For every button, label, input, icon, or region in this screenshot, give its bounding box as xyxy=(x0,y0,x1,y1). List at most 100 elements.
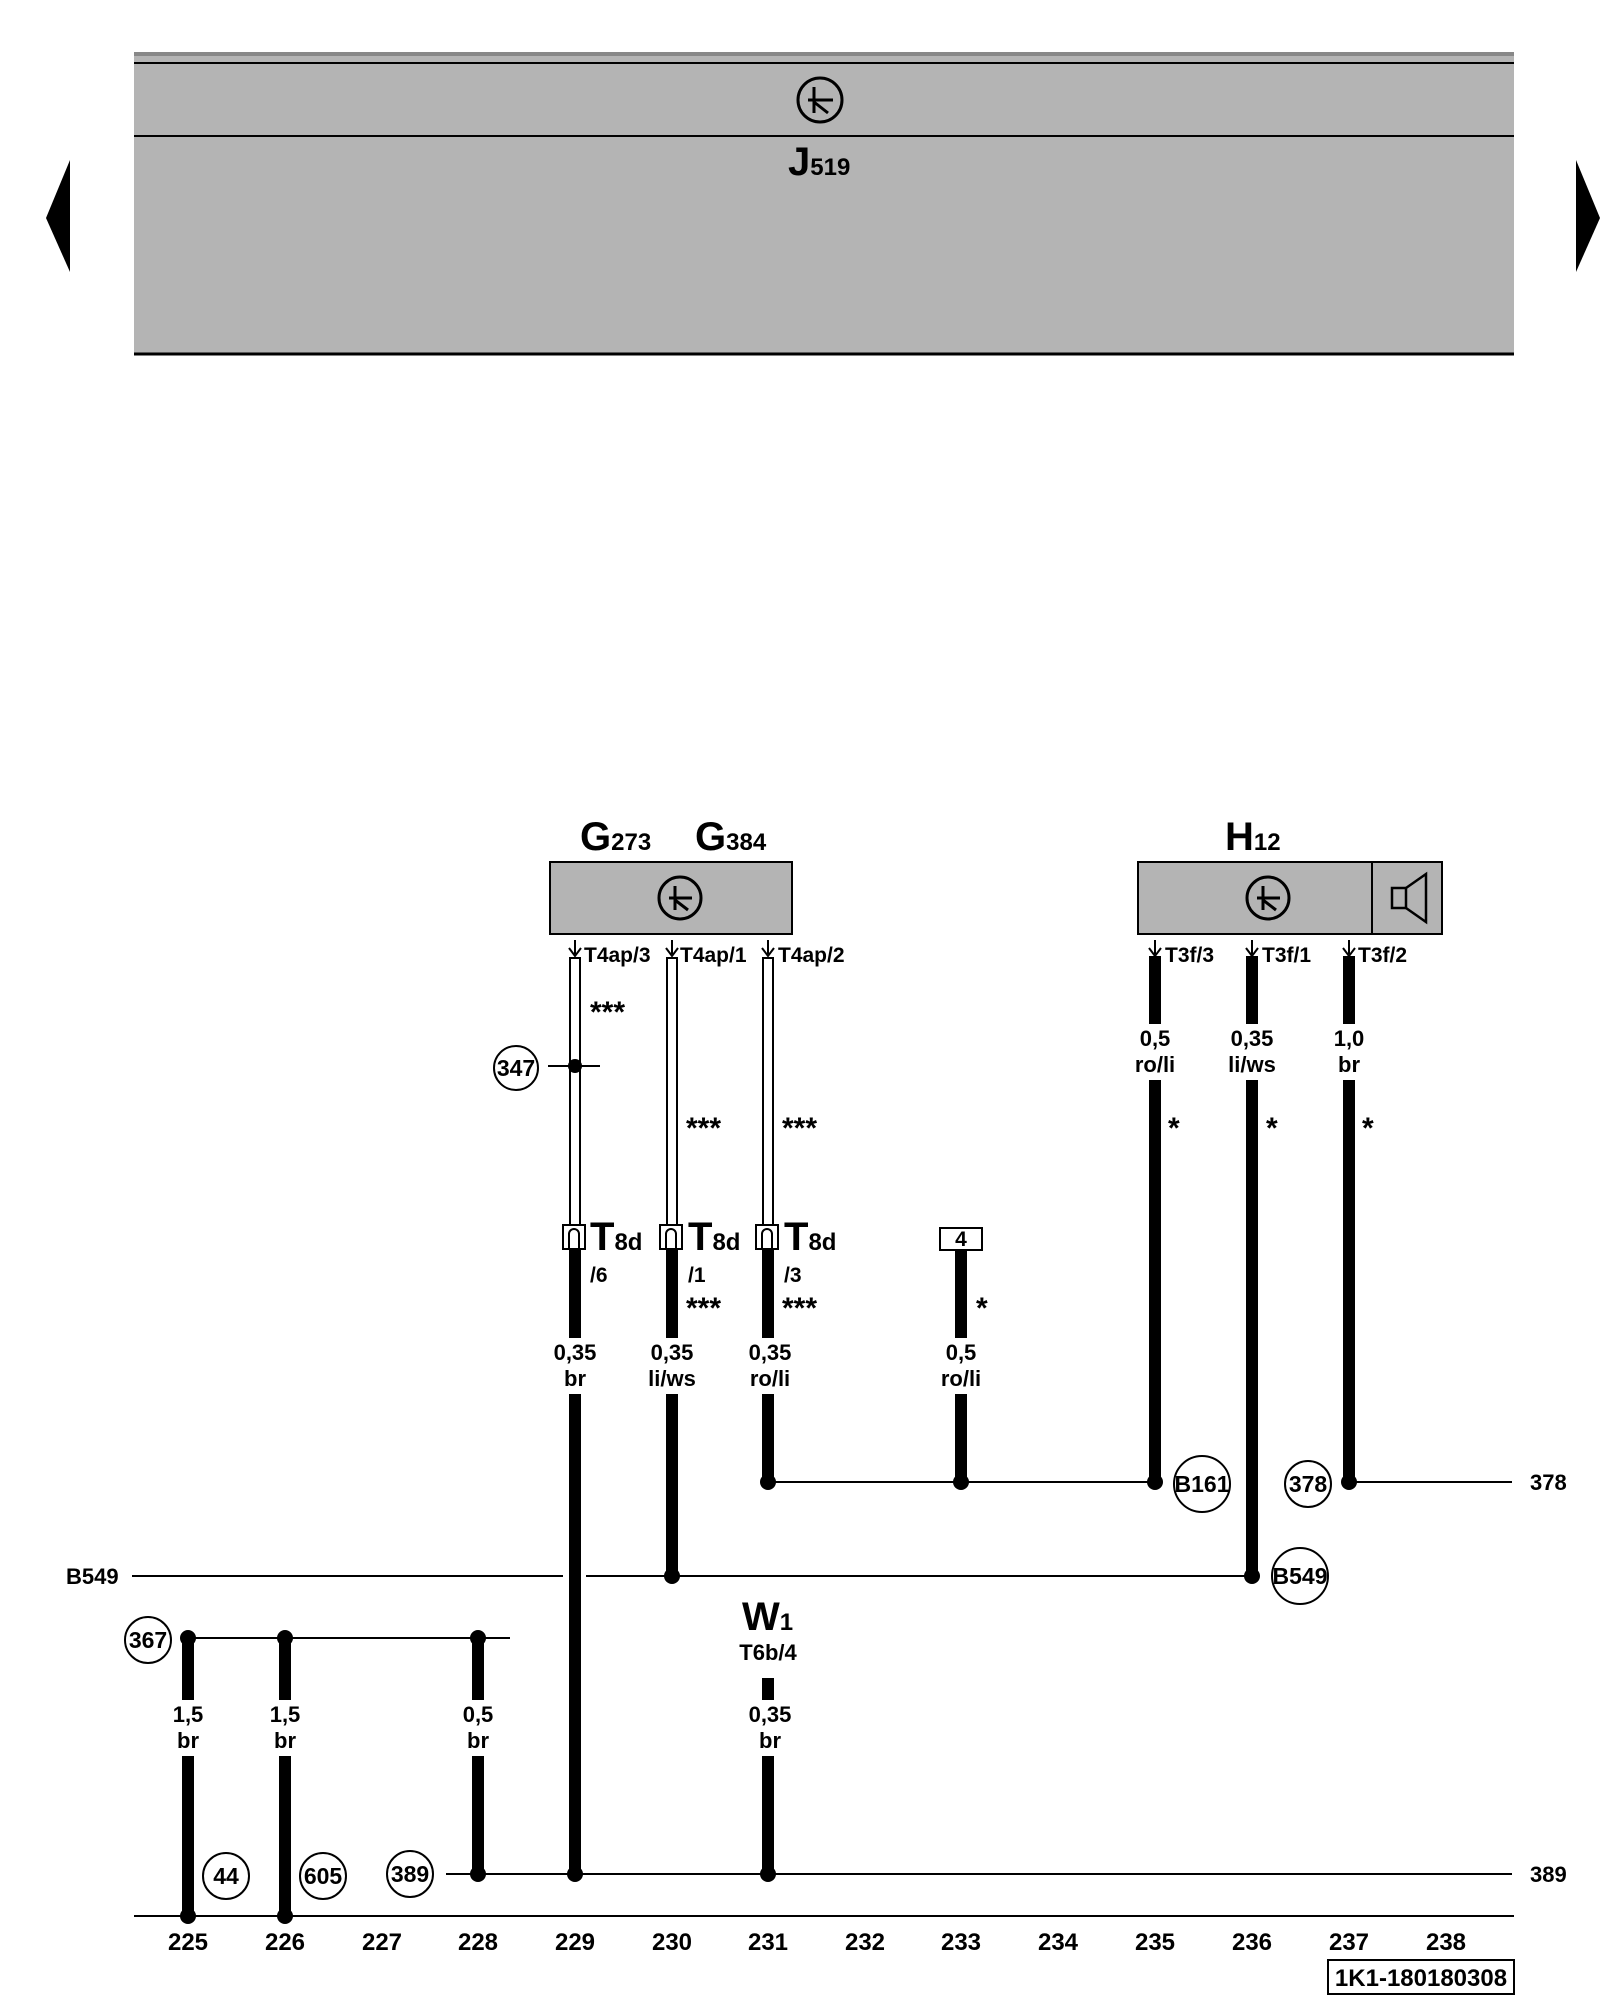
j519-label: J519 xyxy=(788,140,850,184)
svg-text:/1: /1 xyxy=(688,1264,706,1287)
svg-text:367: 367 xyxy=(129,1627,167,1653)
left-b549-label: B549 xyxy=(66,1564,119,1589)
wire-labels: 0,35 br 0,35 li/ws 0,35 ro/li 0,5 ro/li … xyxy=(173,1026,1365,1753)
next-page-arrow-icon[interactable] xyxy=(1576,160,1600,272)
svg-text:234: 234 xyxy=(1038,1929,1079,1956)
pin-t3f3: T3f/3 xyxy=(1165,944,1214,967)
svg-text:li/ws: li/ws xyxy=(1228,1052,1276,1077)
diagram-id: 1K1-180180308 xyxy=(1327,1959,1515,1995)
svg-text:232: 232 xyxy=(845,1929,885,1956)
previous-page-arrow-icon[interactable] xyxy=(46,160,70,272)
thin-lines xyxy=(132,1481,1514,1917)
right-378-label: 378 xyxy=(1530,1470,1567,1495)
ground-w1: W1 T6b/4 xyxy=(739,1595,797,1665)
svg-text:1,5: 1,5 xyxy=(270,1702,301,1727)
svg-text:0,35: 0,35 xyxy=(749,1702,792,1727)
svg-text:***: *** xyxy=(782,1112,817,1145)
svg-text:237: 237 xyxy=(1329,1929,1369,1956)
svg-text:236: 236 xyxy=(1232,1929,1272,1956)
right-389-label: 389 xyxy=(1530,1862,1567,1887)
svg-text:1,5: 1,5 xyxy=(173,1702,204,1727)
t8d-label-1: T8d xyxy=(688,1215,740,1259)
svg-text:1K1-180180308: 1K1-180180308 xyxy=(1335,1965,1507,1992)
wire-label-backgrounds xyxy=(162,1024,1376,1756)
svg-text:B549: B549 xyxy=(1273,1563,1328,1589)
svg-text:br: br xyxy=(759,1728,781,1753)
svg-text:br: br xyxy=(564,1366,586,1391)
svg-text:4: 4 xyxy=(955,1228,967,1251)
svg-text:*: * xyxy=(1168,1112,1180,1145)
t8d-connectors: T8d T8d T8d /6 /1 /3 xyxy=(562,1215,836,1287)
svg-text:0,35: 0,35 xyxy=(651,1340,694,1365)
w1-label: W1 xyxy=(742,1595,793,1639)
svg-text:0,5: 0,5 xyxy=(946,1340,977,1365)
current-track-numbers: 225 226 227 228 229 230 231 232 233 234 … xyxy=(168,1929,1466,1956)
g273-label: G273 xyxy=(580,815,651,859)
svg-text:B161: B161 xyxy=(1175,1471,1230,1497)
svg-text:br: br xyxy=(177,1728,199,1753)
electronic-icon xyxy=(657,875,703,921)
connector-4: 4 xyxy=(939,1227,983,1251)
svg-text:0,5: 0,5 xyxy=(1140,1026,1171,1051)
svg-text:378: 378 xyxy=(1289,1471,1328,1497)
svg-text:235: 235 xyxy=(1135,1929,1175,1956)
svg-text:*: * xyxy=(1362,1112,1374,1145)
pin-t3f1: T3f/1 xyxy=(1262,944,1311,967)
svg-text:227: 227 xyxy=(362,1929,402,1956)
pin-t3f2: T3f/2 xyxy=(1358,944,1407,967)
reference-circles: 367 44 605 389 378 B161 B549 xyxy=(124,1455,1332,1900)
svg-text:br: br xyxy=(274,1728,296,1753)
svg-text:1,0: 1,0 xyxy=(1334,1026,1365,1051)
svg-text:233: 233 xyxy=(941,1929,981,1956)
pin-t4ap1: T4ap/1 xyxy=(680,944,747,967)
svg-text:389: 389 xyxy=(391,1861,429,1887)
svg-text:347: 347 xyxy=(497,1055,535,1081)
svg-text:li/ws: li/ws xyxy=(648,1366,696,1391)
control-unit-j519: J519 xyxy=(134,52,1514,356)
svg-text:*: * xyxy=(1266,1112,1278,1145)
w1-pin: T6b/4 xyxy=(739,1640,797,1665)
svg-text:238: 238 xyxy=(1426,1929,1466,1956)
svg-text:br: br xyxy=(467,1728,489,1753)
svg-text:0,35: 0,35 xyxy=(554,1340,597,1365)
h12-label: H12 xyxy=(1225,815,1281,859)
svg-text:/6: /6 xyxy=(590,1264,608,1287)
svg-text:44: 44 xyxy=(213,1863,239,1889)
svg-text:229: 229 xyxy=(555,1929,595,1956)
shielded-wires xyxy=(569,957,774,1231)
t8d-label-3: T8d xyxy=(784,1215,836,1259)
svg-text:226: 226 xyxy=(265,1929,305,1956)
svg-text:231: 231 xyxy=(748,1929,788,1956)
svg-text:***: *** xyxy=(686,1112,721,1145)
pin-t4ap2: T4ap/2 xyxy=(778,944,845,967)
svg-text:br: br xyxy=(1338,1052,1360,1077)
svg-text:230: 230 xyxy=(652,1929,692,1956)
junction-dots xyxy=(180,1474,1357,1924)
pin-t4ap3: T4ap/3 xyxy=(584,944,651,967)
svg-text:ro/li: ro/li xyxy=(1135,1052,1175,1077)
svg-text:225: 225 xyxy=(168,1929,208,1956)
component-h12: H12 xyxy=(1137,815,1443,935)
svg-text:ro/li: ro/li xyxy=(941,1366,981,1391)
svg-text:0,35: 0,35 xyxy=(749,1340,792,1365)
svg-text:/3: /3 xyxy=(784,1264,802,1287)
asterisk-markers: *** *** *** *** *** * * * * xyxy=(590,996,1374,1325)
svg-text:***: *** xyxy=(590,996,625,1029)
pin-labels: T4ap/3 T4ap/1 T4ap/2 T3f/3 T3f/1 T3f/2 xyxy=(568,940,1407,967)
horn-speaker-icon xyxy=(1390,871,1428,925)
svg-text:605: 605 xyxy=(304,1863,343,1889)
svg-text:***: *** xyxy=(686,1292,721,1325)
svg-text:0,35: 0,35 xyxy=(1231,1026,1274,1051)
svg-text:***: *** xyxy=(782,1292,817,1325)
svg-text:228: 228 xyxy=(458,1929,498,1956)
shield-connection-347: 347 xyxy=(493,1045,600,1091)
svg-text:*: * xyxy=(976,1292,988,1325)
electronic-icon xyxy=(1245,875,1291,921)
component-g273-g384: G273 G384 xyxy=(549,815,793,935)
electronic-icon xyxy=(796,76,844,124)
svg-text:0,5: 0,5 xyxy=(463,1702,494,1727)
svg-text:ro/li: ro/li xyxy=(750,1366,790,1391)
g384-label: G384 xyxy=(695,815,767,859)
t8d-label-6: T8d xyxy=(590,1215,642,1259)
